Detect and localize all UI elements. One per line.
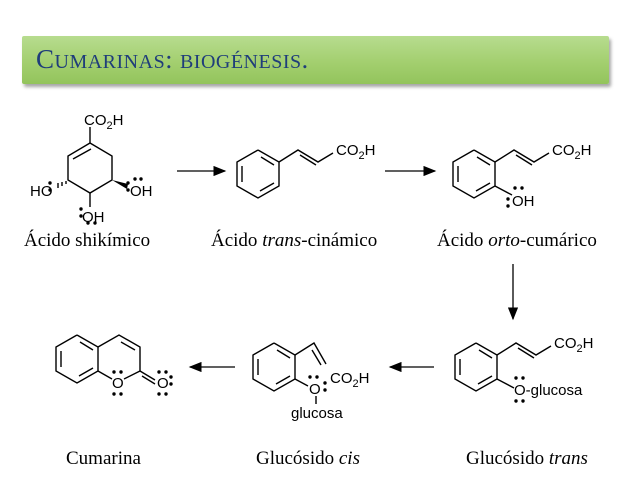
co2h-label: CO2H: [84, 112, 123, 132]
title-banner: CUMARINAS: BIOGÉNESIS.: [22, 36, 609, 84]
label-prefix: Glucósido: [466, 448, 549, 469]
label-italic: orto: [488, 230, 520, 251]
label-ortho-coumaric-acid: Ácido orto-cumárico: [437, 230, 597, 252]
label-italic: trans: [548, 448, 588, 469]
o-label: O: [309, 381, 321, 398]
label-glucoside-cis: Glucósido cis: [256, 448, 360, 470]
label-coumarin: Cumarina: [66, 448, 141, 469]
hashed-bond: [57, 181, 67, 188]
carbonyl-o-label: O: [157, 375, 169, 392]
ring-o-label: O: [112, 375, 124, 392]
molecule-coumarin: [55, 334, 156, 385]
molecule-glucoside-trans: [454, 342, 552, 392]
molecule-trans-cinnamic-acid: [236, 149, 334, 199]
glucosa-label: glucosa: [291, 405, 343, 422]
slide-title: CUMARINAS: BIOGÉNESIS.: [36, 44, 309, 75]
label-glucoside-trans: Glucósido trans: [466, 448, 588, 470]
molecule-ortho-coumaric-acid: [452, 149, 550, 199]
label-trans-cinnamic-acid: Ácido trans-cinámico: [211, 230, 377, 252]
lone-pairs: [506, 186, 524, 208]
oh-label: OH: [512, 193, 535, 210]
co2h-label: CO2H: [330, 370, 369, 390]
ho-label: HO: [30, 183, 53, 200]
label-prefix: Glucósido: [256, 448, 339, 469]
lone-pairs: [48, 177, 143, 225]
label-suffix: -cinámico: [301, 230, 378, 251]
molecule-shikimic-acid: [57, 127, 113, 207]
label-shikimic-acid: Ácido shikímico: [24, 230, 151, 251]
title-initial: C: [36, 44, 55, 74]
oh-label-right: OH: [130, 183, 153, 200]
co2h-label: CO2H: [552, 142, 591, 162]
label-italic: trans: [262, 230, 302, 251]
shikimic-labels: CO2H HO OH OH: [30, 112, 153, 226]
molecule-glucoside-cis: [252, 342, 327, 404]
oh-label-bottom: OH: [82, 209, 105, 226]
title-colon: :: [165, 45, 173, 74]
lone-pairs: [308, 375, 327, 392]
wedge-bond: [112, 180, 128, 189]
label-prefix: Ácido: [211, 230, 263, 251]
label-italic: cis: [338, 448, 360, 469]
lone-pairs: [112, 370, 173, 396]
lone-pairs: [514, 376, 525, 403]
title-word-2: BIOGÉNESIS: [179, 51, 302, 73]
title-dot: .: [301, 45, 309, 74]
o-glucosa-label: O-glucosa: [514, 382, 583, 399]
co2h-label: CO2H: [336, 142, 375, 162]
label-prefix: Ácido: [437, 230, 489, 251]
label-suffix: -cumárico: [519, 230, 597, 251]
co2h-label: CO2H: [554, 335, 593, 355]
title-word-1: UMARINAS: [54, 51, 166, 73]
